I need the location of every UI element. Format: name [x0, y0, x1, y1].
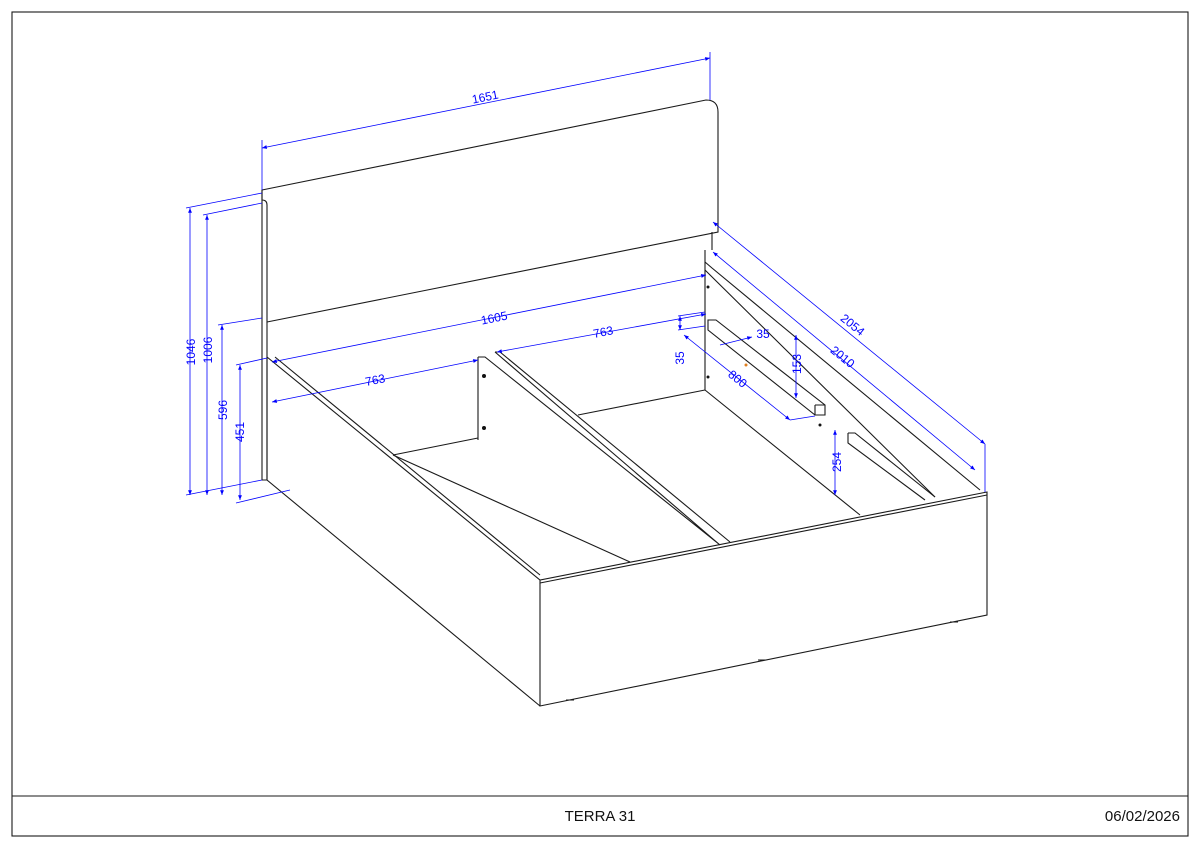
- sheet-border: [11, 11, 1189, 837]
- drawing-title: TERRA 31: [565, 808, 636, 825]
- dimension-labels: 1651 1605 763 763 2054 2010 800 153 35 3…: [184, 88, 868, 473]
- dim-153: 153: [790, 354, 804, 374]
- dim-2010: 2010: [828, 343, 858, 371]
- dim-451: 451: [233, 422, 247, 442]
- drawing-date: 06/02/2026: [1105, 808, 1180, 825]
- dim-254: 254: [830, 452, 844, 472]
- dim-1605: 1605: [480, 309, 509, 328]
- dim-1651: 1651: [471, 88, 500, 107]
- dim-35-horizontal: 35: [756, 327, 770, 341]
- headboard: [261, 99, 719, 481]
- dim-596: 596: [216, 400, 230, 420]
- dim-763-left: 763: [364, 371, 387, 389]
- dim-763-right: 763: [592, 323, 615, 341]
- dimension-lines: [185, 52, 986, 504]
- dim-1006: 1006: [201, 336, 215, 363]
- dim-1046: 1046: [184, 338, 198, 365]
- dim-35-vertical: 35: [673, 351, 687, 365]
- dim-2054: 2054: [838, 311, 868, 339]
